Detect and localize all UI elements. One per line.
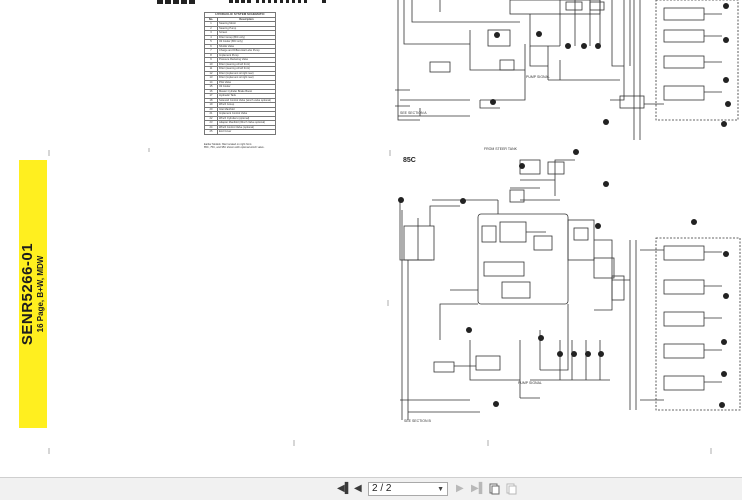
- next-page-icon[interactable]: ▶: [456, 483, 464, 494]
- steer-tank-label: FROM STEER TANK: [484, 147, 518, 151]
- document-code: SENR5266-01: [19, 242, 36, 346]
- spine-text: SENR5266-01 16 Page, B+W, MDW: [19, 242, 46, 346]
- upper-valve-stack: [619, 0, 739, 121]
- document-subtitle: 16 Page, B+W, MDW: [36, 255, 45, 333]
- page-select[interactable]: 2 / 2 ▼: [368, 482, 448, 496]
- lower-schematic: [399, 159, 637, 420]
- page-select-value: 2 / 2: [372, 483, 392, 494]
- prev-page-icon[interactable]: ◀: [354, 483, 362, 494]
- component-table: HYDRAULIC SYSTEM SCHEMATIC No. Descripti…: [204, 12, 276, 135]
- table-cell-description: End Cover: [217, 129, 276, 135]
- upper-schematic: [395, 0, 641, 140]
- section-a-label: SEE SECTION A: [400, 111, 427, 115]
- page-ticks: [48, 148, 712, 454]
- pump-signal-label: PUMP SIGNAL: [526, 75, 550, 79]
- hydraulic-schematic: PUMP SIGNAL PUMP SIGNAL FROM STEER TANK …: [48, 0, 741, 454]
- first-page-icon[interactable]: ◀▌: [337, 483, 352, 494]
- table-cell-no: 25: [204, 129, 218, 135]
- last-page-icon[interactable]: ▶▌: [471, 483, 486, 494]
- section-label: 85C: [403, 157, 416, 164]
- chevron-down-icon: ▼: [437, 486, 444, 493]
- upper-callouts: [490, 31, 609, 125]
- lower-valve-stack: [640, 237, 741, 411]
- spine-label: [19, 160, 47, 428]
- lower-callouts: [398, 149, 609, 407]
- pdf-navigation-toolbar: ◀▌ ◀ 2 / 2 ▼ ▶ ▶▌: [0, 477, 742, 500]
- table-notes: Earlier Models: filter located on right …: [204, 143, 284, 149]
- document-page: PUMP SIGNAL PUMP SIGNAL FROM STEER TANK …: [19, 0, 741, 454]
- two-page-layout-icon[interactable]: [506, 483, 517, 498]
- header-marks: [157, 0, 326, 4]
- pump-signal-label-2: PUMP SIGNAL: [518, 381, 542, 385]
- table-note-1: Earlier Models: filter located on right …: [204, 143, 253, 146]
- table-cell-description: Solenoid Control Valve (winch valve opti…: [217, 97, 276, 103]
- single-page-layout-icon[interactable]: [489, 483, 500, 498]
- section-b-label: SEE SECTION B: [404, 419, 432, 423]
- table-note-2: 85C, 75C, and 95C shown with optional wi…: [204, 146, 265, 150]
